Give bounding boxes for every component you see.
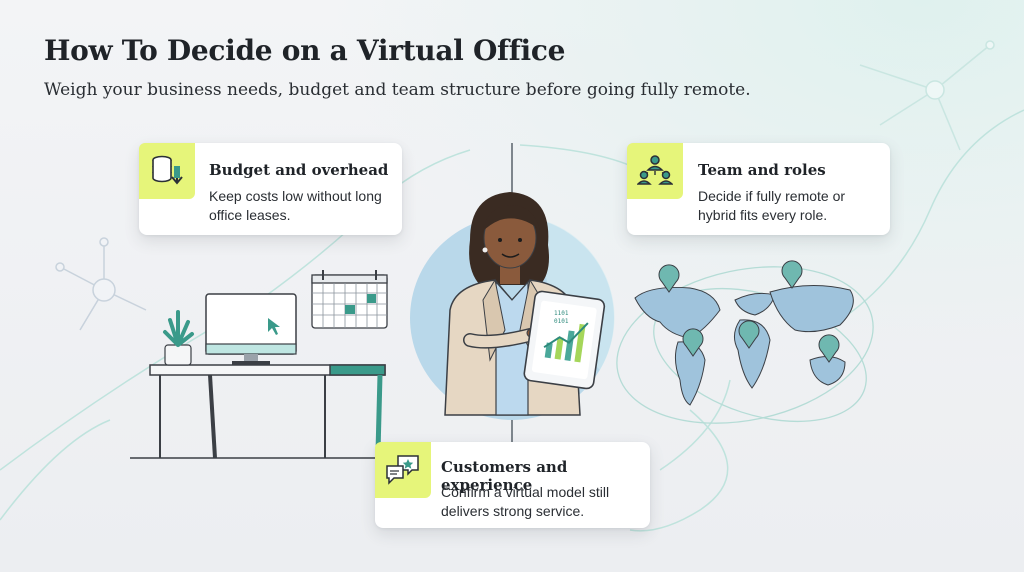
chat-star-icon: [375, 442, 431, 498]
budget-card-text: Keep costs low without long office lease…: [209, 188, 382, 223]
budget-card: Budget and overhead Keep costs low witho…: [139, 143, 402, 235]
world-map-illustration: [616, 260, 874, 424]
calendar-illustration: [311, 270, 388, 329]
coins-down-icon: [139, 143, 195, 199]
desk-illustration: [130, 293, 386, 459]
budget-card-title: Budget and overhead: [209, 161, 389, 179]
network-decoration-right: [859, 40, 995, 151]
team-card-title: Team and roles: [698, 161, 826, 179]
team-card: Team and roles Decide if fully remote or…: [627, 143, 890, 235]
page-title: How To Decide on a Virtual Office: [44, 34, 566, 67]
tablet-binary-2: 0101: [554, 318, 569, 325]
team-card-text: Decide if fully remote or hybrid fits ev…: [698, 188, 846, 223]
decorative-curves: [0, 109, 1024, 532]
network-decoration-left: [55, 237, 147, 331]
tablet-illustration: [523, 290, 606, 390]
customers-card-title: Customers and experience: [441, 458, 568, 494]
team-structure-icon: [627, 143, 683, 199]
tablet-binary-1: 1101: [554, 310, 569, 317]
page-subtitle: Weigh your business needs, budget and te…: [44, 80, 751, 100]
customers-card-text: Confirm a virtual model still delivers s…: [441, 484, 610, 519]
customers-card: Customers and experience Confirm a virtu…: [375, 442, 650, 528]
